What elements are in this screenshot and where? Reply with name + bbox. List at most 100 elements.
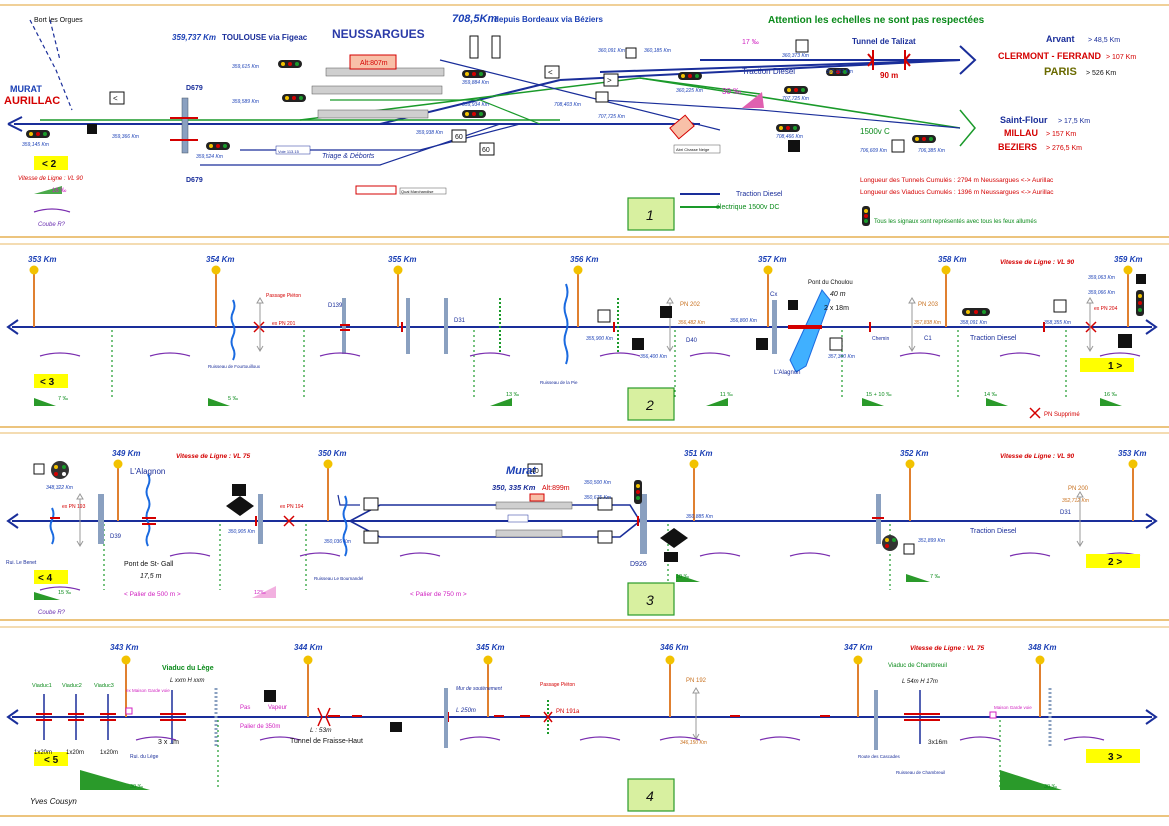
km-marker: 358 Km	[938, 255, 966, 264]
s3-small-km: 350,036 Km	[324, 539, 351, 545]
maison-garde-voie: ex Maison Garde voie	[126, 688, 170, 693]
s4-vitesse: Vitesse de Ligne : VL 75	[910, 645, 984, 652]
s2-pn203-km: 357,838 Km	[914, 320, 941, 326]
s3-traction: Traction Diesel	[970, 528, 1017, 535]
s2-small-km: 357,300 Km	[828, 354, 855, 360]
km-marker: 346 Km	[660, 643, 688, 652]
s2-small-km: 358,355 Km	[1044, 320, 1071, 326]
nav-prev-4[interactable]: < 4	[38, 573, 53, 584]
pn-192-km: 346,150 Km	[680, 740, 707, 746]
tunnels-total: Longueur des Tunnels Cumulés : 2794 m Ne…	[860, 177, 1054, 184]
s1-small-km: 360,373 Km	[782, 53, 809, 59]
nav-next-3[interactable]: 3 >	[1108, 752, 1122, 763]
pas-label: Pas	[240, 705, 250, 711]
s3-pn200-km: 352,712 Km	[1062, 498, 1089, 504]
s1-small-km: 359,938 Km	[416, 130, 443, 136]
grade-17: 17 ‰	[742, 39, 759, 46]
s2-d139: D139	[328, 303, 343, 309]
s3-vitesse-75: Vitesse de Ligne : VL 75	[176, 453, 250, 460]
s1-small-km: 359,884 Km	[462, 80, 489, 86]
s3-small-km: 350,500 Km	[584, 480, 611, 486]
arvant-label: Arvant	[1046, 34, 1075, 44]
s1-small-km: 359,589 Km	[232, 99, 259, 105]
s2-vitesse: Vitesse de Ligne : VL 90	[1000, 259, 1074, 266]
rui-benet: Rui. Le Benet	[6, 560, 37, 566]
section-1-neussargues: < < > 60 60	[7, 19, 977, 231]
grade: 7 ‰	[930, 574, 941, 580]
s1-small-km: 360,225 Km	[676, 88, 703, 94]
section-4-track	[6, 655, 1158, 812]
mur-length: L 250m	[456, 708, 476, 714]
tunnel-length: L : 53m	[310, 727, 332, 734]
s3-pn200: PN 200	[1068, 486, 1089, 492]
km-marker: 355 Km	[388, 255, 416, 264]
km-marker: 349 Km	[112, 449, 140, 458]
abri-chasse-neige: Abri Chasse Neige	[676, 147, 710, 152]
s3-small-km: 348,322 Km	[46, 485, 73, 491]
pont-st-gall: Pont de St- Gall	[124, 561, 174, 568]
s2-cx: Cx	[770, 292, 777, 298]
speed-board-40: 40	[531, 468, 539, 475]
clermont-km: > 107 Km	[1106, 54, 1136, 61]
rui-lege: Rui. du Lège	[130, 754, 159, 760]
vapeur-label: Vapeur	[268, 705, 287, 711]
s2-small-km: 359,063 Km	[1088, 275, 1115, 281]
s2-small-km: 356,800 Km	[730, 318, 757, 324]
ruisseau-chambreuil: Ruisseau de Chambreuil	[896, 770, 945, 775]
palier-350: Palier de 350m	[240, 724, 280, 730]
viaduc-1: Viaduc1	[32, 683, 52, 689]
stflour-label: Saint-Flour	[1000, 115, 1048, 125]
viaduc-3-size: 1x20m	[100, 750, 118, 756]
panel-number-2: 2	[645, 397, 654, 413]
svg-text:60: 60	[482, 147, 490, 154]
legend-diesel: Traction Diesel	[736, 191, 783, 198]
s2-alagnon: L'Alagnon	[774, 370, 801, 376]
section-3-track	[6, 459, 1158, 616]
murat-km: 350, 335 Km	[492, 483, 536, 492]
s2-d31: D31	[454, 318, 466, 324]
pont-st-gall-length: 17,5 m	[140, 573, 162, 580]
legend-electric: électrique 1500v DC	[716, 204, 779, 211]
s2-small-km: 356,400 Km	[640, 354, 667, 360]
svg-text:>: >	[607, 76, 612, 85]
pont-length: 40 m	[830, 291, 846, 298]
grade: 13 ‰	[506, 392, 520, 398]
s2-traction: Traction Diesel	[970, 335, 1017, 342]
millau-label: MILLAU	[1004, 128, 1038, 138]
km-marker: 348 Km	[1028, 643, 1056, 652]
viaduc-lege: Viaduc du Lège	[162, 665, 214, 672]
ruisseau-fourtouilloux: Ruisseau de Fourtouilloux	[208, 364, 261, 369]
km-marker: 343 Km	[110, 643, 138, 652]
s3-expn193: ex PN 193	[62, 504, 86, 510]
km-marker: 347 Km	[844, 643, 872, 652]
s2-pn202-km: 356,482 Km	[678, 320, 705, 326]
section-separators	[0, 4, 1169, 817]
nav-prev-3[interactable]: < 3	[40, 377, 55, 388]
palier-500: < Palier de 500 m >	[124, 591, 181, 598]
murat-label: MURAT	[10, 84, 42, 94]
viaduc-1-size: 1x20m	[34, 750, 52, 756]
s3-small-km: 350,675 Km	[584, 495, 611, 501]
grade: 5 ‰	[228, 396, 239, 402]
viaduc-chambreuil: Viaduc de Chambreuil	[888, 663, 947, 669]
section-2-labels: 353 Km 354 Km 355 Km 356 Km 357 Km 358 K…	[28, 255, 1142, 418]
toulouse-label: TOULOUSE via Figeac	[222, 33, 308, 42]
quai-marchandise: Quai Marchandise	[401, 189, 434, 194]
attention-note: Attention les echelles ne sont pas respe…	[768, 15, 985, 26]
nav-prev-5[interactable]: < 5	[44, 755, 59, 766]
nav-next-1[interactable]: 1 >	[1108, 361, 1122, 372]
viaduc-lege-dims: L xxm H xxm	[170, 678, 205, 684]
murat-altitude: Alt:899m	[542, 485, 570, 492]
clermont-label: CLERMONT - FERRAND	[998, 51, 1101, 61]
paris-km: > 526 Km	[1086, 70, 1116, 77]
viaduc-2: Viaduc2	[62, 683, 82, 689]
nav-prev-2[interactable]: < 2	[42, 159, 57, 170]
grade: 10 ‰	[676, 574, 690, 580]
s2-small-km: 355,900 Km	[586, 336, 613, 342]
signals-note: Tous les signaux sont représentés avec t…	[874, 219, 1037, 225]
triage-label: Triage & Déborts	[322, 153, 375, 160]
km-marker: 345 Km	[476, 643, 504, 652]
s1-small-km: 359,145 Km	[22, 142, 49, 148]
nav-next-2[interactable]: 2 >	[1108, 557, 1122, 568]
pn-supprime: PN Supprimé	[1044, 412, 1080, 418]
